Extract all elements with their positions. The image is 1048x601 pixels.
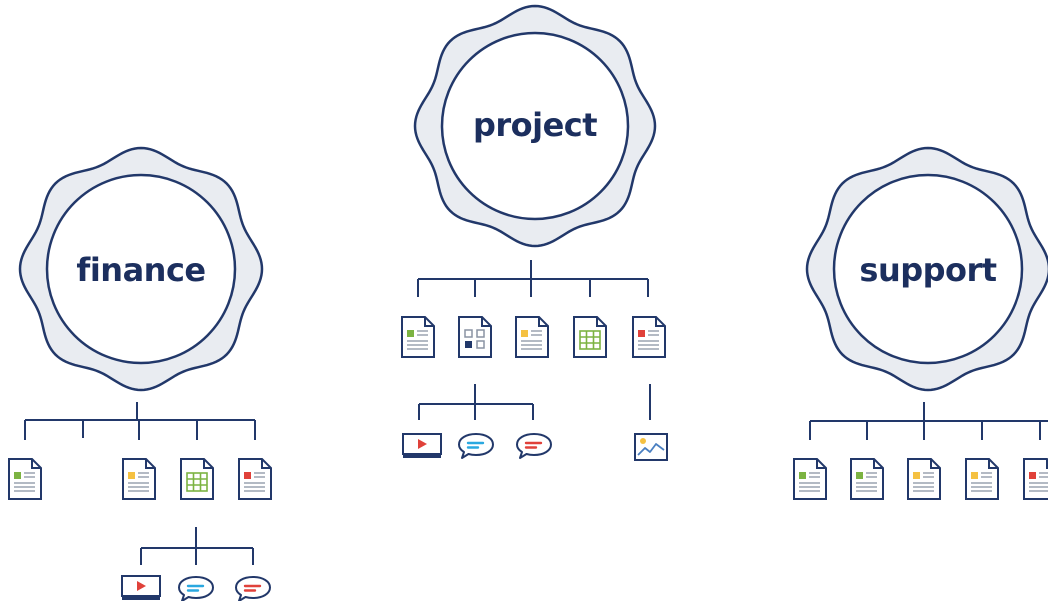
finance-group: finance	[8, 146, 272, 601]
chat-icon[interactable]	[515, 432, 553, 460]
finance-badge[interactable]: finance	[18, 146, 264, 392]
support-connectors	[809, 402, 1048, 440]
document-icon[interactable]	[8, 458, 42, 500]
support-group: support	[793, 146, 1048, 500]
project-group: project	[401, 4, 668, 461]
project-label: project	[473, 106, 597, 144]
document-icon[interactable]	[907, 458, 941, 500]
document-icon[interactable]	[238, 458, 272, 500]
document-icon[interactable]	[401, 316, 435, 358]
document-icon[interactable]	[632, 316, 666, 358]
project-connectors	[417, 260, 651, 420]
document-icon[interactable]	[515, 316, 549, 358]
chat-icon[interactable]	[177, 575, 215, 601]
video-icon[interactable]	[402, 433, 442, 459]
finance-connectors	[24, 402, 256, 565]
document-icon[interactable]	[122, 458, 156, 500]
document-icon[interactable]	[965, 458, 999, 500]
chat-icon[interactable]	[457, 432, 495, 460]
spreadsheet-icon[interactable]	[573, 316, 607, 358]
document-icon[interactable]	[793, 458, 827, 500]
chat-icon[interactable]	[234, 575, 272, 601]
video-icon[interactable]	[121, 575, 161, 601]
document-icon[interactable]	[850, 458, 884, 500]
spreadsheet-icon[interactable]	[180, 458, 214, 500]
grid-document-icon[interactable]	[458, 316, 492, 358]
support-label: support	[859, 251, 996, 289]
support-badge[interactable]: support	[805, 146, 1048, 392]
chart-image-icon[interactable]	[634, 433, 668, 461]
document-icon[interactable]	[1023, 458, 1048, 500]
finance-label: finance	[76, 251, 205, 289]
project-badge[interactable]: project	[413, 4, 657, 248]
